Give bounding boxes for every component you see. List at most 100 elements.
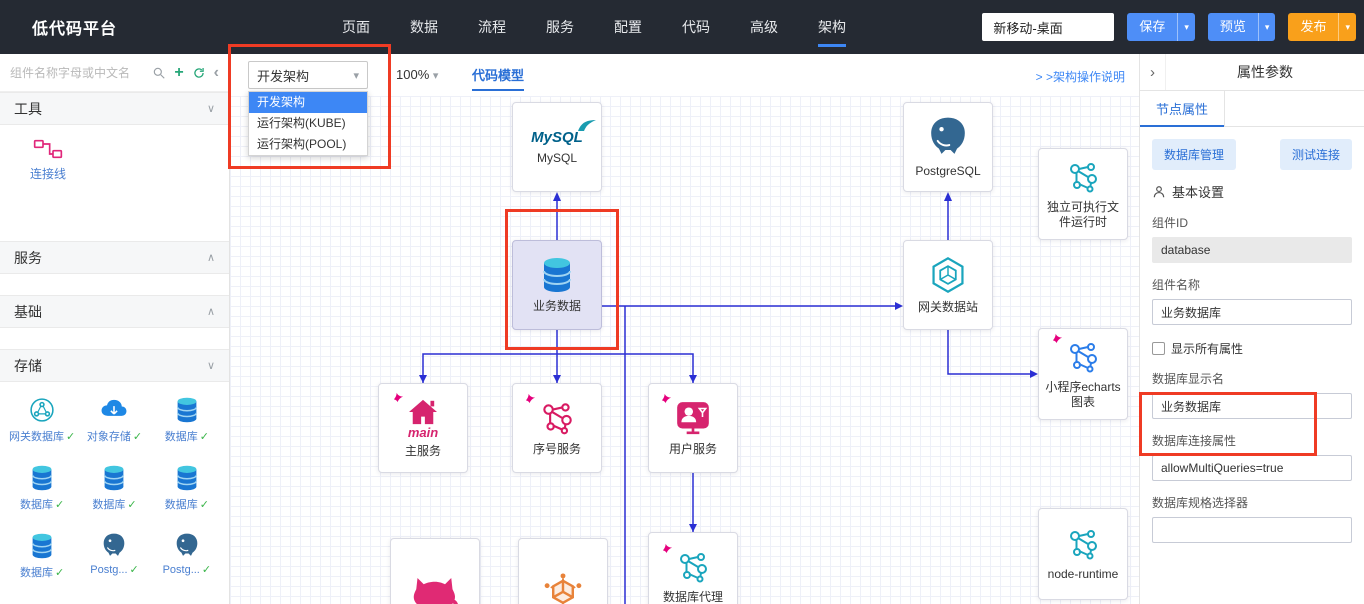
preview-dropdown-caret-icon[interactable]: ▾ <box>1257 13 1276 41</box>
code-model-tab[interactable]: 代码模型 <box>472 65 525 91</box>
sparkle-icon <box>662 543 673 554</box>
nav-tab-data[interactable]: 数据 <box>410 19 439 35</box>
node-business-data[interactable]: 业务数据 <box>512 240 602 330</box>
component-id-input[interactable] <box>1152 237 1352 263</box>
postgres-icon <box>174 532 200 559</box>
component-search-row: + ‹ <box>0 54 229 92</box>
section-header-basic[interactable]: 基础 ∧ <box>0 295 229 328</box>
zoom-control[interactable]: 100% ▾ <box>396 67 439 82</box>
publish-button[interactable]: 发布 ▾ <box>1288 13 1356 41</box>
select-caret-icon: ▾ <box>353 69 359 82</box>
node-db-proxy[interactable]: 数据库代理 <box>648 532 738 604</box>
tab-node-properties[interactable]: 节点属性 <box>1140 91 1226 127</box>
palette-item-postgres[interactable]: Postg...✓ <box>78 532 150 580</box>
node-standalone-runtime[interactable]: 独立可执行文件运行时 <box>1038 148 1128 240</box>
search-icon[interactable] <box>152 66 166 80</box>
node-mysql[interactable]: MySQL MySQL <box>512 102 602 192</box>
app-logo: 低代码平台 <box>32 21 118 38</box>
node-echarts-chart[interactable]: 小程序echarts图表 <box>1038 328 1128 420</box>
zoom-caret-icon: ▾ <box>432 70 439 82</box>
arch-option-pool[interactable]: 运行架构(POOL) <box>257 137 347 151</box>
node-main-service[interactable]: main 主服务 <box>378 383 468 473</box>
check-icon: ✓ <box>55 498 65 511</box>
save-dropdown-caret-icon[interactable]: ▾ <box>1177 13 1195 41</box>
nav-tab-pages[interactable]: 页面 <box>342 19 371 35</box>
chevron-up-icon: ∧ <box>206 252 215 264</box>
nav-tab-advanced[interactable]: 高级 <box>750 19 779 35</box>
collapse-sidebar-button[interactable]: ‹ <box>213 63 219 81</box>
node-orange-cube[interactable] <box>518 538 608 604</box>
collapse-panel-button[interactable]: › <box>1140 54 1166 90</box>
check-icon: ✓ <box>199 498 209 511</box>
object-storage-icon <box>100 396 128 424</box>
node-label: node-runtime <box>1047 567 1119 582</box>
save-button[interactable]: 保存 ▾ <box>1127 13 1195 41</box>
main-icon-text: main <box>407 424 439 440</box>
test-connection-button[interactable]: 测试连接 <box>1279 139 1352 170</box>
palette-item-database[interactable]: 数据库✓ <box>151 464 223 512</box>
add-component-button[interactable]: + <box>174 63 184 81</box>
palette-item-database[interactable]: 数据库✓ <box>6 464 78 512</box>
network-icon <box>538 399 576 437</box>
component-name-input[interactable] <box>1152 299 1352 325</box>
gateway-db-icon <box>28 396 56 424</box>
database-icon <box>539 256 575 294</box>
nav-tab-flow[interactable]: 流程 <box>478 19 507 35</box>
panel-tabs: 节点属性 <box>1140 90 1364 127</box>
properties-panel: › 属性参数 节点属性 数据库管理 测试连接 基本设置 组件ID 组件名称 显示… <box>1139 54 1364 604</box>
node-serial-service[interactable]: 序号服务 <box>512 383 602 473</box>
db-conn-props-input[interactable] <box>1152 455 1352 481</box>
show-all-props-checkbox[interactable] <box>1152 342 1165 355</box>
refresh-button[interactable] <box>192 66 206 80</box>
section-spacer <box>0 328 229 349</box>
node-gateway-data[interactable]: 网关数据站 <box>903 240 993 330</box>
preview-button[interactable]: 预览 ▾ <box>1207 13 1276 41</box>
palette-item-database[interactable]: 数据库✓ <box>151 396 223 444</box>
network-icon <box>1065 159 1101 195</box>
palette-item-object-storage[interactable]: 对象存储✓ <box>78 396 150 444</box>
check-icon: ✓ <box>129 564 139 576</box>
db-display-name-input[interactable] <box>1152 393 1352 419</box>
section-header-storage[interactable]: 存储 ∨ <box>0 349 229 382</box>
top-navbar: 低代码平台 页面 数据 流程 服务 配置 代码 高级 架构 保存 ▾ 预览 ▾ … <box>0 0 1364 54</box>
nav-tab-services[interactable]: 服务 <box>546 19 575 35</box>
project-name-input[interactable] <box>982 13 1115 41</box>
node-label: 小程序echarts图表 <box>1045 380 1121 409</box>
section-header-services[interactable]: 服务 ∧ <box>0 241 229 274</box>
db-spec-selector-input[interactable] <box>1152 517 1352 543</box>
cat-icon <box>410 573 460 604</box>
arch-option-dev[interactable]: 开发架构 <box>249 92 367 113</box>
palette-item-gateway-db[interactable]: 网关数据库✓ <box>6 396 78 444</box>
postgres-icon <box>927 115 969 159</box>
db-manage-button[interactable]: 数据库管理 <box>1152 139 1237 170</box>
palette-item-database[interactable]: 数据库✓ <box>6 532 78 580</box>
node-mycat[interactable] <box>390 538 480 604</box>
component-search-input[interactable] <box>10 65 145 80</box>
palette-item-database[interactable]: 数据库✓ <box>78 464 150 512</box>
check-icon: ✓ <box>201 564 212 576</box>
publish-dropdown-caret-icon[interactable]: ▾ <box>1338 13 1356 41</box>
check-icon: ✓ <box>127 498 137 511</box>
node-label: MySQL <box>536 150 577 165</box>
nav-tab-architecture[interactable]: 架构 <box>798 0 866 54</box>
architecture-select[interactable]: 开发架构 ▾ <box>248 61 368 89</box>
mysql-dolphin-icon <box>577 119 596 131</box>
node-label: 主服务 <box>404 443 441 458</box>
node-node-runtime[interactable]: node-runtime <box>1038 508 1128 600</box>
architecture-help-link[interactable]: > >架构操作说明 <box>1035 70 1125 84</box>
architecture-dropdown-menu: 开发架构 运行架构(KUBE) 运行架构(POOL) <box>248 91 368 156</box>
node-label: PostgreSQL <box>915 164 981 179</box>
nav-tab-config[interactable]: 配置 <box>614 19 643 35</box>
diagram-grid[interactable]: MySQL MySQL PostgreSQL 独立可执行文件运行时 <box>230 96 1139 604</box>
section-header-tools[interactable]: 工具 ∨ <box>0 92 229 125</box>
node-user-service[interactable]: 用户服务 <box>648 383 738 473</box>
nav-tab-code[interactable]: 代码 <box>682 19 711 35</box>
connector-tool[interactable]: 连接线 <box>24 139 72 182</box>
palette-item-postgres[interactable]: Postg...✓ <box>151 532 223 580</box>
database-icon <box>101 464 127 492</box>
arch-option-kube[interactable]: 运行架构(KUBE) <box>257 116 346 130</box>
sparkle-icon <box>525 393 536 404</box>
sparkle-icon <box>1052 333 1063 344</box>
node-label: 序号服务 <box>532 442 581 457</box>
node-postgresql[interactable]: PostgreSQL <box>903 102 993 192</box>
